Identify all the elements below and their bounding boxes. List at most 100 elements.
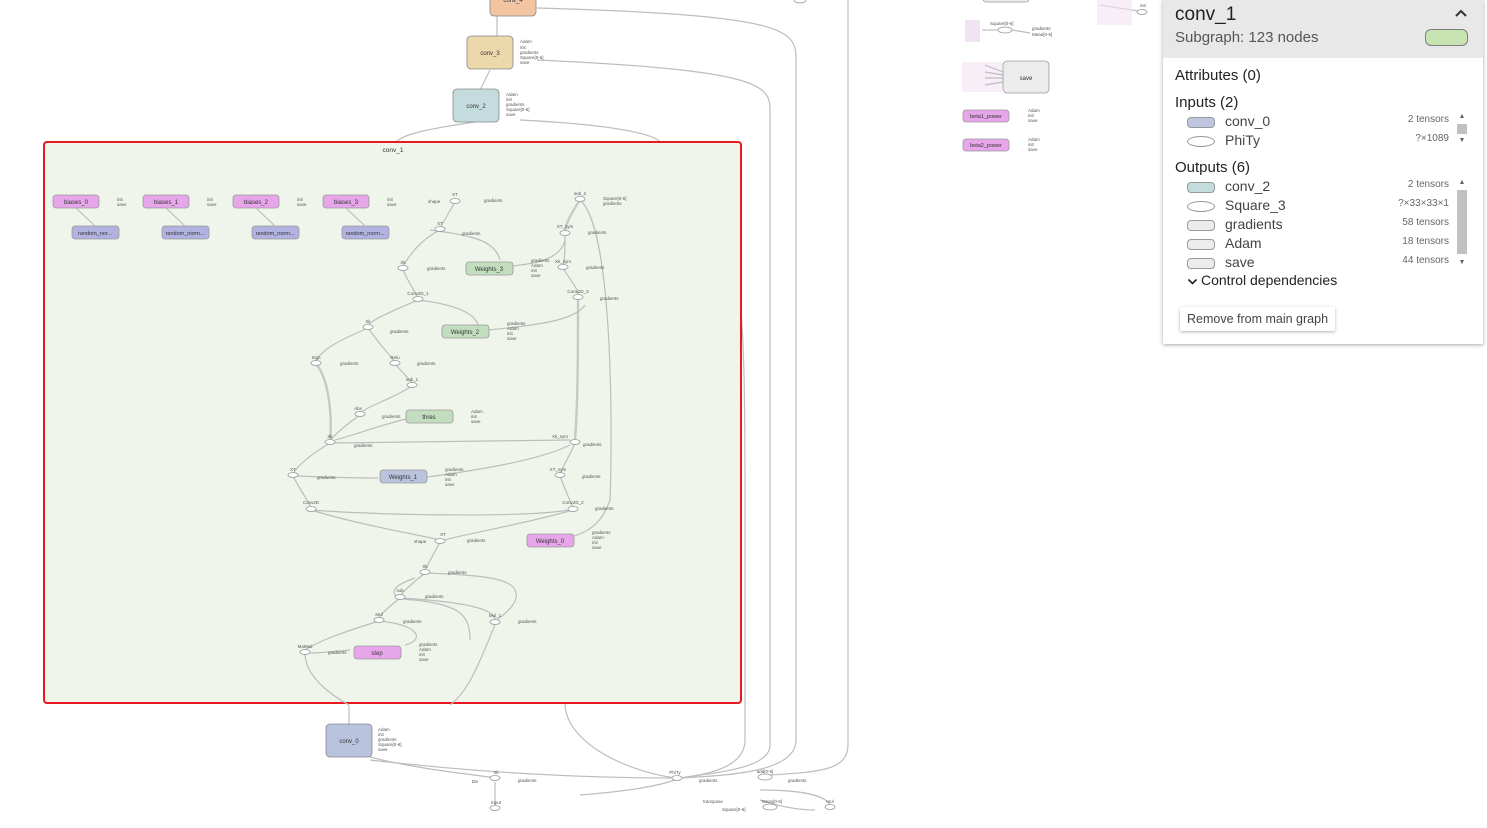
svg-text:shape: shape [414,539,427,544]
output-row[interactable]: Adam 18 tensors [1187,234,1472,253]
input-name: PhiTy [1225,132,1261,148]
metanode-connectors: Adam init gradients Square[0-6] save Ada… [378,39,544,752]
control-dependencies-toggle[interactable]: Control dependencies [1187,272,1337,288]
svg-text:Square[0-6]: Square[0-6] [603,196,627,201]
svg-text:save: save [506,112,516,117]
conv-4-node[interactable]: conv_4 [489,0,537,17]
conv-3-node[interactable]: conv_3 [466,35,514,70]
input-row[interactable]: conv_0 2 tensors [1187,112,1472,131]
random-norm-3-node[interactable]: random_norm... [341,225,390,240]
beta2-power-node[interactable]: beta2_power [962,138,1010,152]
scroll-up-icon[interactable]: ▲ [1458,179,1466,186]
svg-text:Adam: Adam [1028,137,1040,142]
svg-text:init: init [117,197,124,202]
svg-text:gradients: gradients [445,467,464,472]
remove-from-main-graph-button[interactable]: Remove from main graph [1180,307,1336,331]
svg-text:init: init [520,45,527,50]
svg-text:Mul_1: Mul_1 [489,613,502,618]
random-norm-2-node[interactable]: random_norm... [251,225,300,240]
svg-text:gradients: gradients [1032,26,1051,31]
svg-text:init: init [1140,3,1147,8]
node-subtitle: Subgraph: 123 nodes [1175,29,1319,46]
random-norm-0-node[interactable]: random_nor... [71,225,120,240]
svg-text:XT_sym: XT_sym [557,224,574,229]
svg-text:biases_1: biases_1 [154,200,179,206]
svg-text:init: init [387,197,394,202]
svg-text:save: save [419,657,429,662]
svg-text:init: init [419,652,426,657]
svg-text:init: init [506,97,513,102]
svg-text:XT: XT [290,467,296,472]
output-count: 18 tensors [1402,236,1449,247]
svg-text:Sign: Sign [311,355,321,360]
svg-text:mul: mul [826,799,833,804]
input-row[interactable]: PhiTy ?×1089 [1187,131,1472,150]
svg-text:random_norm...: random_norm... [166,231,205,237]
output-name: conv_2 [1225,178,1271,194]
output-row[interactable]: gradients 58 tensors [1187,215,1472,234]
op-shape-icon [1187,136,1215,147]
svg-text:gradients: gradients [518,778,537,783]
step-node[interactable]: step [353,645,402,660]
svg-text:init: init [378,732,385,737]
svg-text:gradients: gradients [592,530,611,535]
svg-text:gradients: gradients [328,650,347,655]
conv-2-node[interactable]: conv_2 [452,88,500,123]
weights-3-node[interactable]: Weights_3 [465,261,514,276]
svg-text:Weights_3: Weights_3 [475,267,504,273]
chevron-up-icon[interactable] [1453,5,1469,21]
biases-3-node[interactable]: biases_3 [322,194,370,209]
graph-edges [319,0,849,811]
svg-text:gradients: gradients [518,619,537,624]
output-name: Square_3 [1225,197,1286,213]
output-row[interactable]: Square_3 ?×33×33×1 [1187,196,1472,215]
biases-0-node[interactable]: biases_0 [52,194,100,209]
svg-text:biases_2: biases_2 [244,200,269,206]
svg-text:PhiTy: PhiTy [669,770,681,775]
beta1-power-node[interactable]: beta1_power [962,109,1010,123]
weights-2-node[interactable]: Weights_2 [441,324,490,339]
conv-1-internal-edges [292,199,612,706]
conv-0-node[interactable]: conv_0 [325,723,373,758]
weights-1-node[interactable]: Weights_1 [379,469,428,484]
weights-0-node[interactable]: Weights_0 [526,533,575,548]
svg-text:save: save [520,60,530,65]
svg-text:conv_4: conv_4 [503,0,523,4]
svg-text:Xk: Xk [400,260,406,265]
thres-node[interactable]: thres [405,409,454,424]
svg-text:Adam: Adam [1028,108,1040,113]
svg-text:Xk: Xk [365,319,371,324]
svg-text:save: save [117,202,127,207]
op-shape-icon [1187,201,1215,212]
svg-text:random_norm...: random_norm... [256,231,295,237]
biases-1-node[interactable]: biases_1 [142,194,190,209]
save-node[interactable]: save [1002,60,1050,94]
scroll-up-icon[interactable]: ▲ [1458,113,1466,120]
scroll-down-icon[interactable]: ▼ [1458,259,1466,266]
scroll-down-icon[interactable]: ▼ [1458,137,1466,144]
inputs-scrollbar[interactable]: ▲ ▼ [1455,112,1469,148]
svg-text:init: init [1028,142,1035,147]
outputs-title: Outputs (6) [1175,159,1251,176]
svg-text:Mean[0-5]: Mean[0-5] [762,799,782,804]
scroll-thumb[interactable] [1457,124,1467,134]
svg-text:gradients: gradients [425,594,444,599]
output-row[interactable]: conv_2 2 tensors [1187,177,1472,196]
inputs-title: Inputs (2) [1175,94,1239,111]
svg-text:save: save [592,545,602,550]
svg-text:Mean[0-5]: Mean[0-5] [1032,32,1052,37]
random-norm-1-node[interactable]: random_norm... [161,225,210,240]
svg-text:gradients: gradients [427,266,446,271]
biases-2-node[interactable]: biases_2 [232,194,280,209]
scroll-thumb[interactable] [1457,190,1467,254]
svg-text:Input: Input [491,800,502,805]
svg-text:save: save [471,419,481,424]
svg-text:beta1_power: beta1_power [970,114,1002,120]
chevron-down-icon [1187,278,1198,285]
control-dependencies-label: Control dependencies [1201,272,1338,288]
outputs-scrollbar[interactable]: ▲ ▼ [1455,178,1469,270]
output-name: Adam [1225,235,1262,251]
output-row[interactable]: save 44 tensors [1187,253,1472,272]
svg-text:XT_sym: XT_sym [550,467,567,472]
